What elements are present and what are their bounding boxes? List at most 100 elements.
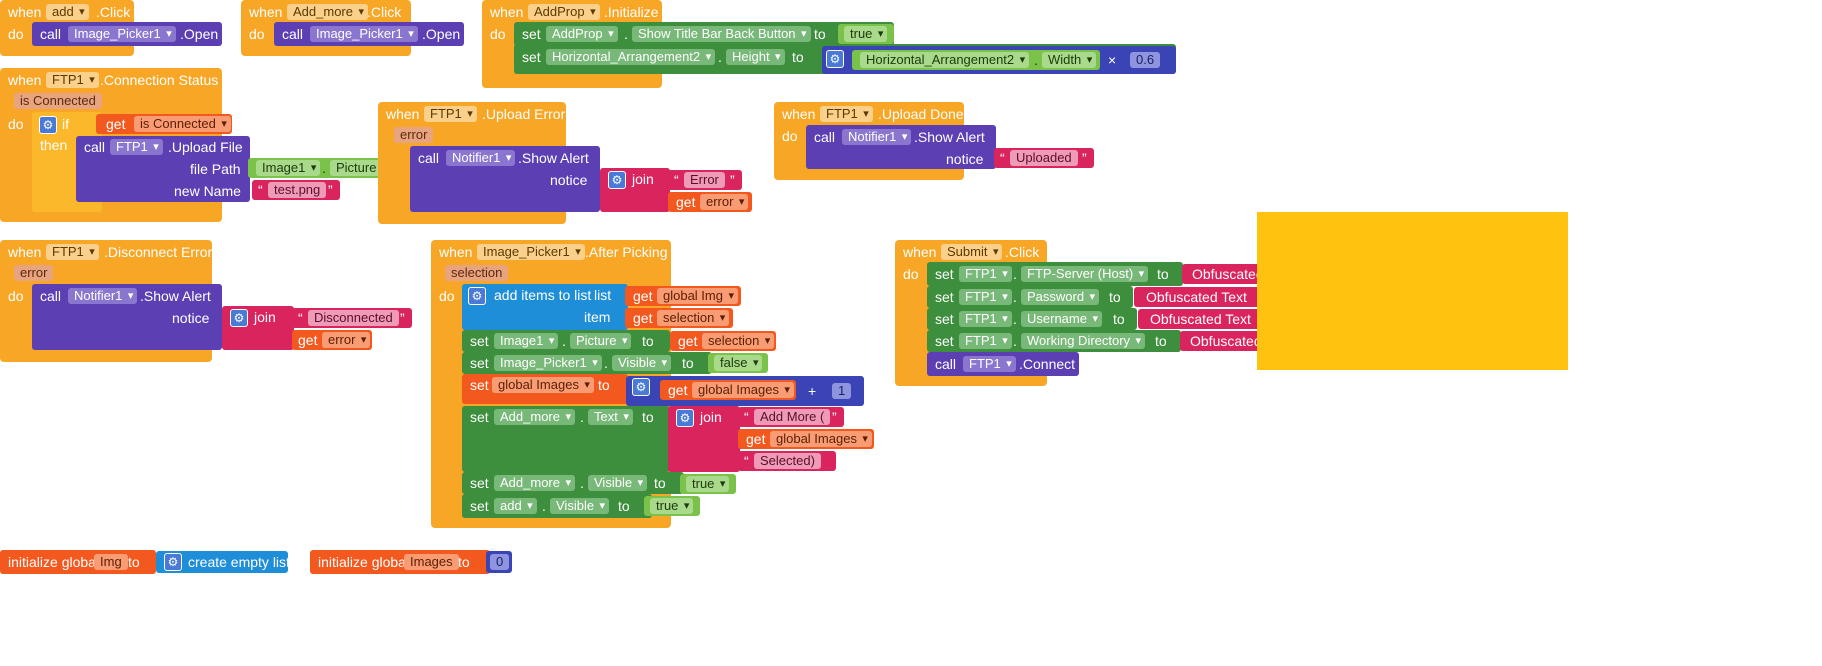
number-field[interactable]: 1 (832, 383, 852, 399)
variable-name-field[interactable]: Images (404, 554, 459, 570)
get-global-images-block[interactable]: get global Images (738, 429, 874, 449)
component-dropdown[interactable]: Image1 (494, 333, 559, 349)
text-uploaded-block[interactable]: “ Uploaded ” (994, 148, 1094, 168)
component-dropdown[interactable]: FTP1 (46, 244, 99, 260)
obfuscated-text-block[interactable]: Obfuscated (1180, 331, 1270, 351)
boolean-true-block[interactable]: true (838, 24, 894, 44)
variable-name-field[interactable]: Img (94, 554, 128, 570)
get-selection-block[interactable]: get selection (625, 308, 733, 328)
number-field[interactable]: 0 (490, 554, 510, 570)
number-field[interactable]: 0.6 (1130, 52, 1161, 68)
obfuscated-text-block[interactable]: Obfuscated Text “ (1134, 287, 1270, 307)
set-ftp-username-block[interactable]: set FTP1 . Username to (927, 308, 1137, 330)
event-parameter[interactable]: error (394, 127, 434, 143)
gear-icon[interactable]: ⚙ (826, 50, 844, 68)
component-dropdown[interactable]: FTP1 (959, 289, 1012, 305)
component-dropdown[interactable]: add (494, 498, 537, 514)
text-selected-block[interactable]: “ Selected) (738, 451, 836, 471)
component-dropdown[interactable]: AddProp (528, 4, 600, 20)
component-dropdown[interactable]: Submit (941, 244, 1003, 260)
getter-picture-block[interactable]: Image1 . Picture (248, 158, 398, 178)
set-image-picture-block[interactable]: set Image1 . Picture to (462, 330, 670, 352)
variable-dropdown[interactable]: global Images (492, 377, 594, 393)
text-disconnected-block[interactable]: “ Disconnected ” (292, 308, 412, 328)
boolean-dropdown[interactable]: true (650, 498, 694, 514)
get-error-block[interactable]: get error (668, 192, 752, 212)
boolean-true-block[interactable]: true (644, 496, 700, 516)
event-parameter[interactable]: selection (445, 265, 509, 281)
text-add-more-block[interactable]: “ Add More ( ” (738, 407, 844, 427)
text-field[interactable]: Disconnected (308, 310, 399, 326)
gear-icon[interactable]: ⚙ (608, 171, 626, 189)
getter-width-block[interactable]: Horizontal_Arrangement2 . Width (852, 50, 1100, 70)
text-test-png-block[interactable]: “ test.png ” (252, 180, 340, 200)
component-dropdown[interactable]: Image_Picker1 (477, 244, 585, 260)
get-selection-block[interactable]: get selection (670, 331, 776, 351)
set-picker-visible-block[interactable]: set Image_Picker1 . Visible to (462, 352, 712, 374)
obfuscated-text-block[interactable]: Obfuscated Text “ (1138, 309, 1270, 329)
set-add-more-visible-block[interactable]: set Add_more . Visible to (462, 472, 684, 494)
property-dropdown[interactable]: Password (1021, 289, 1100, 305)
join-block[interactable]: ⚙ join (222, 306, 294, 350)
text-field[interactable]: Selected) (754, 453, 821, 469)
join-block[interactable]: ⚙ join (668, 406, 740, 472)
property-dropdown[interactable]: FTP-Server (Host) (1021, 266, 1149, 282)
call-show-alert-block[interactable]: call Notifier1 .Show Alert notice (410, 146, 600, 212)
number-block[interactable]: 0 (486, 551, 512, 573)
boolean-true-block[interactable]: true (680, 474, 736, 494)
set-ftp-password-block[interactable]: set FTP1 . Password to (927, 286, 1133, 308)
text-field[interactable]: Add More ( (754, 409, 831, 425)
call-upload-file-block[interactable]: call FTP1 .Upload File file Path new Nam… (76, 136, 250, 202)
set-ftp-host-block[interactable]: set FTP1 . FTP-Server (Host) to (927, 262, 1183, 286)
property-dropdown[interactable]: Visible (612, 355, 672, 371)
component-dropdown[interactable]: AddProp (546, 26, 618, 42)
component-dropdown[interactable]: add (46, 4, 89, 20)
component-dropdown[interactable]: Horizontal_Arrangement2 (546, 49, 716, 65)
text-field[interactable]: Error (684, 172, 725, 188)
variable-dropdown[interactable]: selection (702, 333, 775, 349)
component-dropdown[interactable]: Image_Picker1 (310, 26, 418, 42)
boolean-dropdown[interactable]: false (714, 355, 763, 371)
boolean-false-block[interactable]: false (708, 353, 768, 373)
get-global-img-block[interactable]: get global Img (625, 286, 741, 306)
property-dropdown[interactable]: Show Title Bar Back Button (632, 26, 811, 42)
call-show-alert-block[interactable]: call Notifier1 .Show Alert notice (806, 125, 996, 169)
variable-dropdown[interactable]: is Connected (134, 116, 231, 132)
variable-dropdown[interactable]: global Images (692, 382, 794, 398)
component-dropdown[interactable]: Notifier1 (842, 129, 912, 145)
call-connect-block[interactable]: call FTP1 .Connect (927, 352, 1079, 376)
set-add-more-text-block[interactable]: set Add_more . Text to (462, 406, 670, 472)
set-add-visible-block[interactable]: set add . Visible to (462, 494, 652, 518)
component-dropdown[interactable]: Add_more (494, 475, 575, 491)
get-is-connected-block[interactable]: get is Connected (96, 114, 232, 134)
text-field[interactable]: test.png (268, 182, 327, 198)
component-dropdown[interactable]: FTP1 (959, 333, 1012, 349)
component-dropdown[interactable]: FTP1 (46, 72, 99, 88)
variable-dropdown[interactable]: global Images (770, 431, 872, 447)
variable-dropdown[interactable]: error (322, 332, 371, 348)
property-dropdown[interactable]: Visible (588, 475, 648, 491)
component-dropdown[interactable]: Image_Picker1 (494, 355, 602, 371)
component-dropdown[interactable]: FTP1 (424, 106, 477, 122)
component-dropdown[interactable]: Image1 (256, 160, 321, 176)
property-dropdown[interactable]: Text (588, 409, 633, 425)
variable-dropdown[interactable]: selection (657, 310, 730, 326)
call-open-block[interactable]: call Image_Picker1 .Open (32, 22, 222, 46)
gear-icon[interactable]: ⚙ (676, 409, 694, 427)
component-dropdown[interactable]: FTP1 (820, 106, 873, 122)
gear-icon[interactable]: ⚙ (230, 309, 248, 327)
property-dropdown[interactable]: Height (726, 49, 785, 65)
text-error-block[interactable]: “ Error ” (668, 170, 742, 190)
gear-icon[interactable]: ⚙ (164, 553, 182, 571)
create-empty-list-block[interactable]: ⚙ create empty list (156, 551, 290, 573)
gear-icon[interactable]: ⚙ (468, 287, 486, 305)
component-dropdown[interactable]: Add_more (287, 4, 368, 20)
event-parameter[interactable]: is Connected (14, 93, 102, 109)
variable-dropdown[interactable]: error (700, 194, 749, 210)
boolean-dropdown[interactable]: true (686, 476, 730, 492)
component-dropdown[interactable]: Notifier1 (446, 150, 516, 166)
boolean-dropdown[interactable]: true (844, 26, 888, 42)
component-dropdown[interactable]: Horizontal_Arrangement2 (860, 52, 1030, 68)
add-items-to-list-block[interactable]: ⚙ add items to list list item (462, 284, 628, 330)
gear-icon[interactable]: ⚙ (39, 116, 57, 134)
